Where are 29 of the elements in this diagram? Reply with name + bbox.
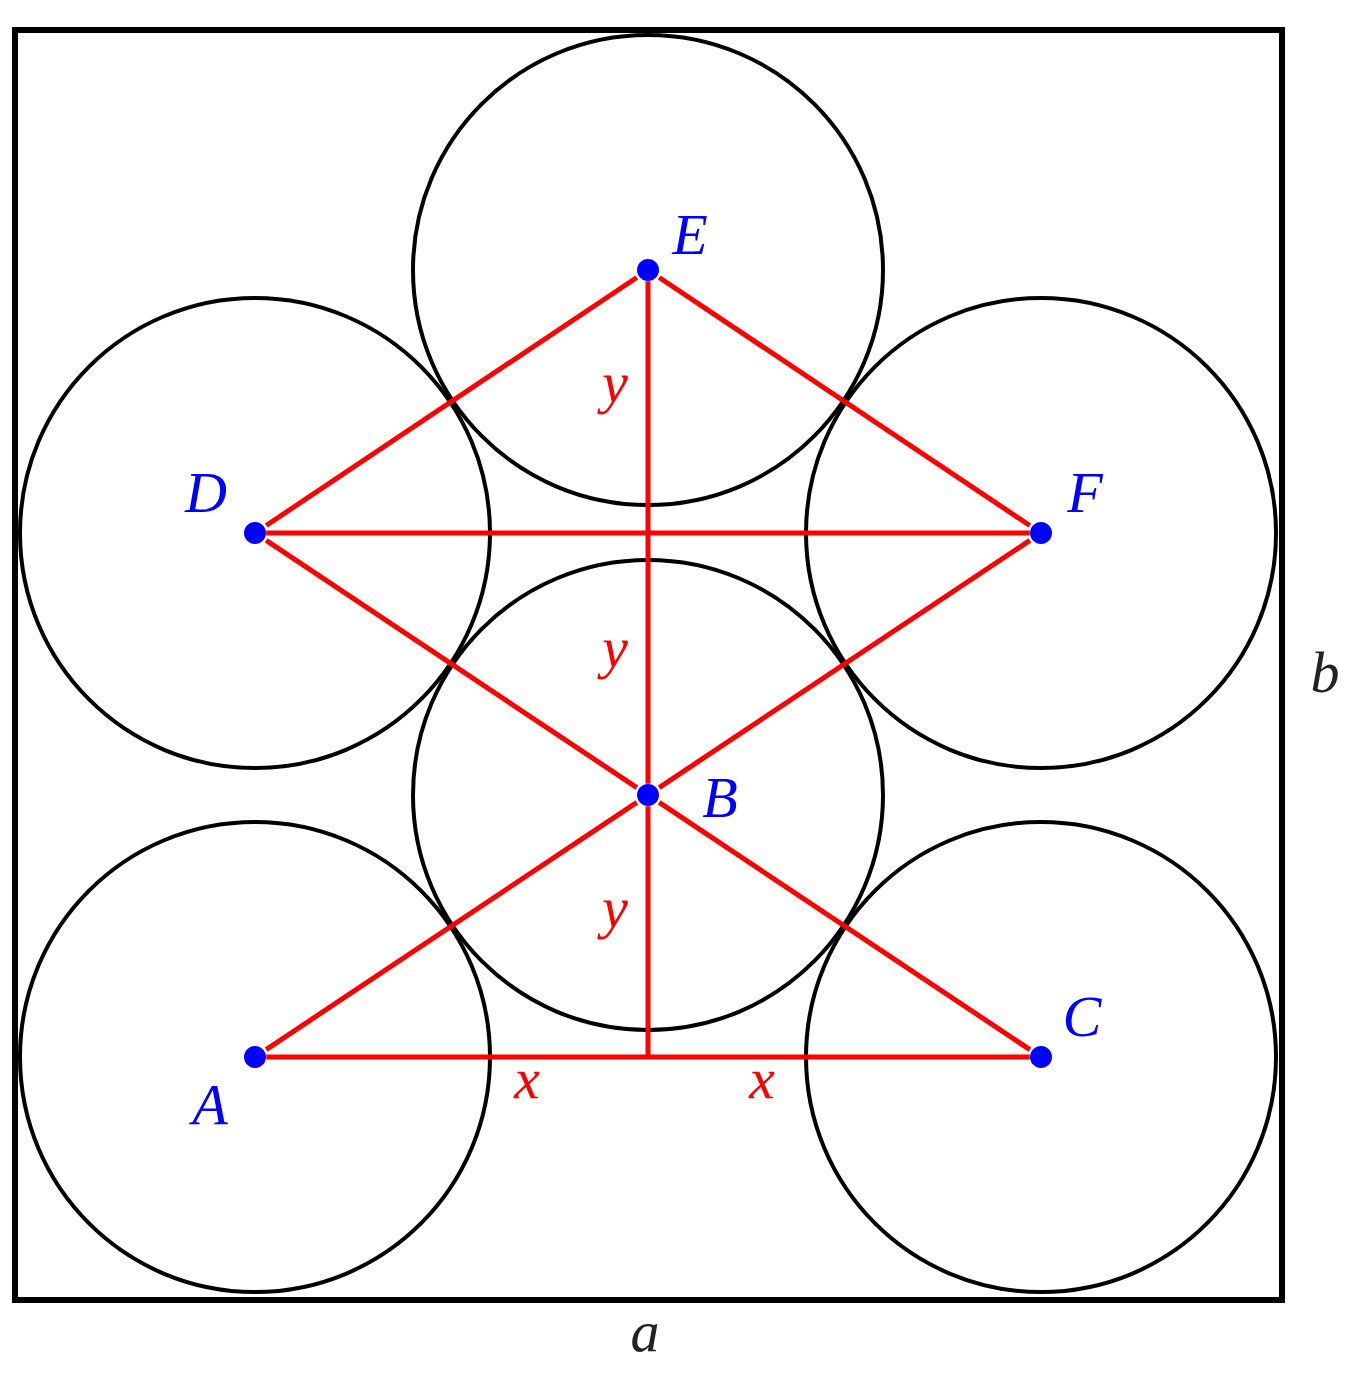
segment-label: x — [513, 1071, 540, 1099]
labeled-point: A — [189, 1046, 266, 1125]
segment-label: x — [748, 1071, 775, 1099]
node-label: C — [1065, 997, 1102, 1037]
dimension-label: b — [1312, 651, 1338, 693]
line-segment — [266, 1054, 1030, 1060]
node-label: B — [702, 778, 737, 818]
line-segment — [266, 530, 1030, 536]
line-segment — [645, 281, 651, 784]
labeled-point: B — [637, 778, 737, 818]
line-segment — [264, 538, 639, 790]
node-label: A — [189, 1085, 228, 1125]
line-segment — [645, 806, 651, 1057]
labeled-point: C — [1030, 997, 1102, 1068]
segment-label: y — [597, 375, 628, 415]
labeled-point: D — [184, 473, 266, 544]
labeled-point: E — [637, 216, 707, 281]
segment-label: y — [597, 900, 628, 940]
node-label: E — [671, 216, 707, 254]
line-segment — [657, 538, 1032, 790]
node-label: F — [1066, 474, 1104, 512]
line-segment — [657, 800, 1032, 1052]
line-segment — [264, 275, 639, 528]
labeled-point: F — [1030, 474, 1104, 544]
dimension-label: a — [632, 1324, 658, 1352]
segment-label: y — [597, 640, 628, 680]
line-segment — [264, 800, 639, 1052]
node-label: D — [184, 473, 227, 513]
line-segment — [657, 275, 1032, 528]
